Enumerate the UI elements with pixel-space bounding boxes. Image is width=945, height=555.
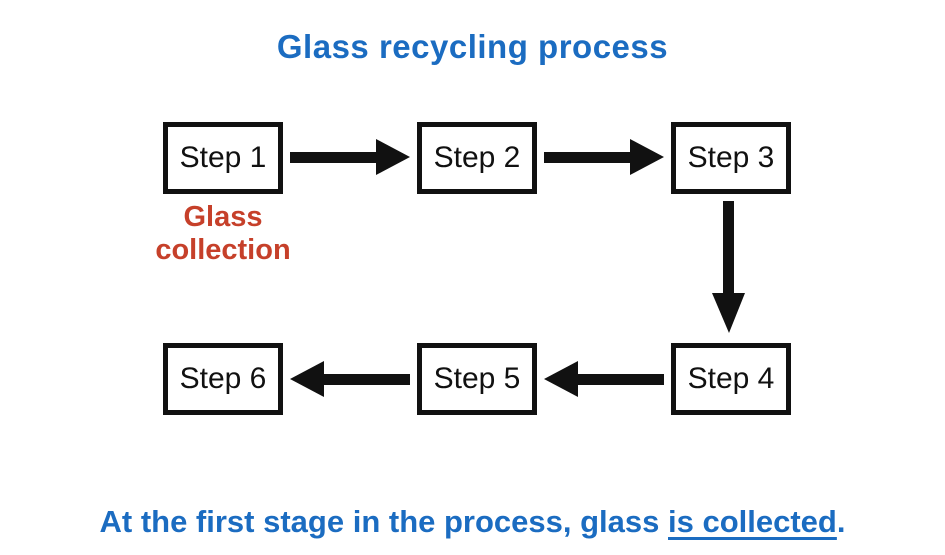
step-box-label: Step 5 xyxy=(433,362,521,395)
step-box-label: Step 4 xyxy=(687,362,775,395)
page-title: Glass recycling process xyxy=(276,28,669,65)
step-box-3: Step 3 xyxy=(671,122,791,194)
arrow-right-icon xyxy=(544,137,664,177)
arrow-left-icon xyxy=(290,359,410,399)
step-box-2: Step 2 xyxy=(417,122,537,194)
arrow-right-icon xyxy=(290,137,410,177)
arrow-left-icon xyxy=(544,359,664,399)
step-box-4: Step 4 xyxy=(671,343,791,415)
glass-collection-note: Glass collection xyxy=(103,201,343,268)
glass-collection-note-line1: Glass xyxy=(183,201,263,233)
arrow-down-icon xyxy=(709,201,749,333)
caption-suffix: . xyxy=(836,504,846,539)
step-box-label: Step 6 xyxy=(179,362,267,395)
step-box-6: Step 6 xyxy=(163,343,283,415)
glass-collection-note-line2: collection xyxy=(155,234,291,267)
step-box-1: Step 1 xyxy=(163,122,283,194)
step-box-label: Step 1 xyxy=(179,141,267,174)
step-box-label: Step 2 xyxy=(433,141,521,174)
caption-prefix: At the first stage in the process, glass xyxy=(99,504,668,539)
step-box-label: Step 3 xyxy=(687,141,775,174)
caption: At the first stage in the process, glass… xyxy=(0,504,945,540)
caption-underlined: is collected xyxy=(668,504,837,539)
step-box-5: Step 5 xyxy=(417,343,537,415)
